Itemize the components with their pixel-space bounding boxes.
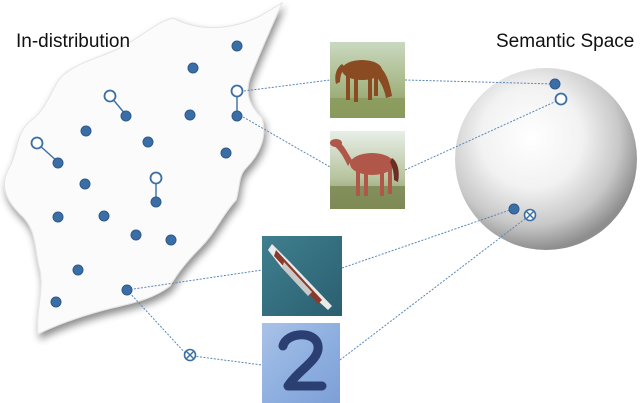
connector-line [242,116,331,168]
semantic-space-label: Semantic Space [496,31,635,52]
sphere-point [508,203,520,215]
in-distribution-points [50,40,243,308]
connector-line [341,208,514,269]
horse-standing-icon [330,139,399,196]
data-point [184,109,196,121]
data-point [72,264,84,276]
connector-lines [126,79,562,366]
connector-line [404,79,556,85]
data-point [165,234,177,246]
connector-line [126,289,188,356]
hollow-point [149,171,163,185]
horse-grazing-icon [335,60,392,102]
data-point [220,147,232,159]
connector-line [404,98,562,171]
data-point [130,229,142,241]
ood-marker-left [183,348,197,362]
sphere-points [508,78,568,222]
data-point [231,110,243,122]
horse-standing-thumbnail [330,131,405,209]
data-point [50,296,62,308]
digit-2-icon [278,330,327,391]
in-distribution-label: In-distribution [16,31,131,52]
boat-icon [268,244,332,310]
hollow-point [230,84,244,98]
data-point [187,62,199,74]
hollow-points [30,84,244,185]
data-point [98,210,110,222]
data-point [150,196,162,208]
hollow-point [103,89,117,103]
data-point [79,178,91,190]
data-point [120,110,132,122]
data-point [121,284,133,296]
boat-thumbnail [262,236,342,316]
in-distribution-region [4,1,284,335]
data-point [142,136,154,148]
hollow-point [30,136,44,150]
semantic-space-sphere [455,68,637,250]
data-point [231,40,243,52]
connector-line [192,355,263,366]
connector-line [126,269,263,291]
ood-marker-sphere [523,208,537,222]
data-point [52,211,64,223]
sphere-hollow-point [554,92,568,106]
digit-two-thumbnail [262,323,340,403]
horse-grazing-thumbnail [330,42,405,118]
data-point [52,157,64,169]
connector-line [339,214,531,361]
connector-line [243,79,331,92]
sphere-point [549,78,561,90]
data-point [80,125,92,137]
